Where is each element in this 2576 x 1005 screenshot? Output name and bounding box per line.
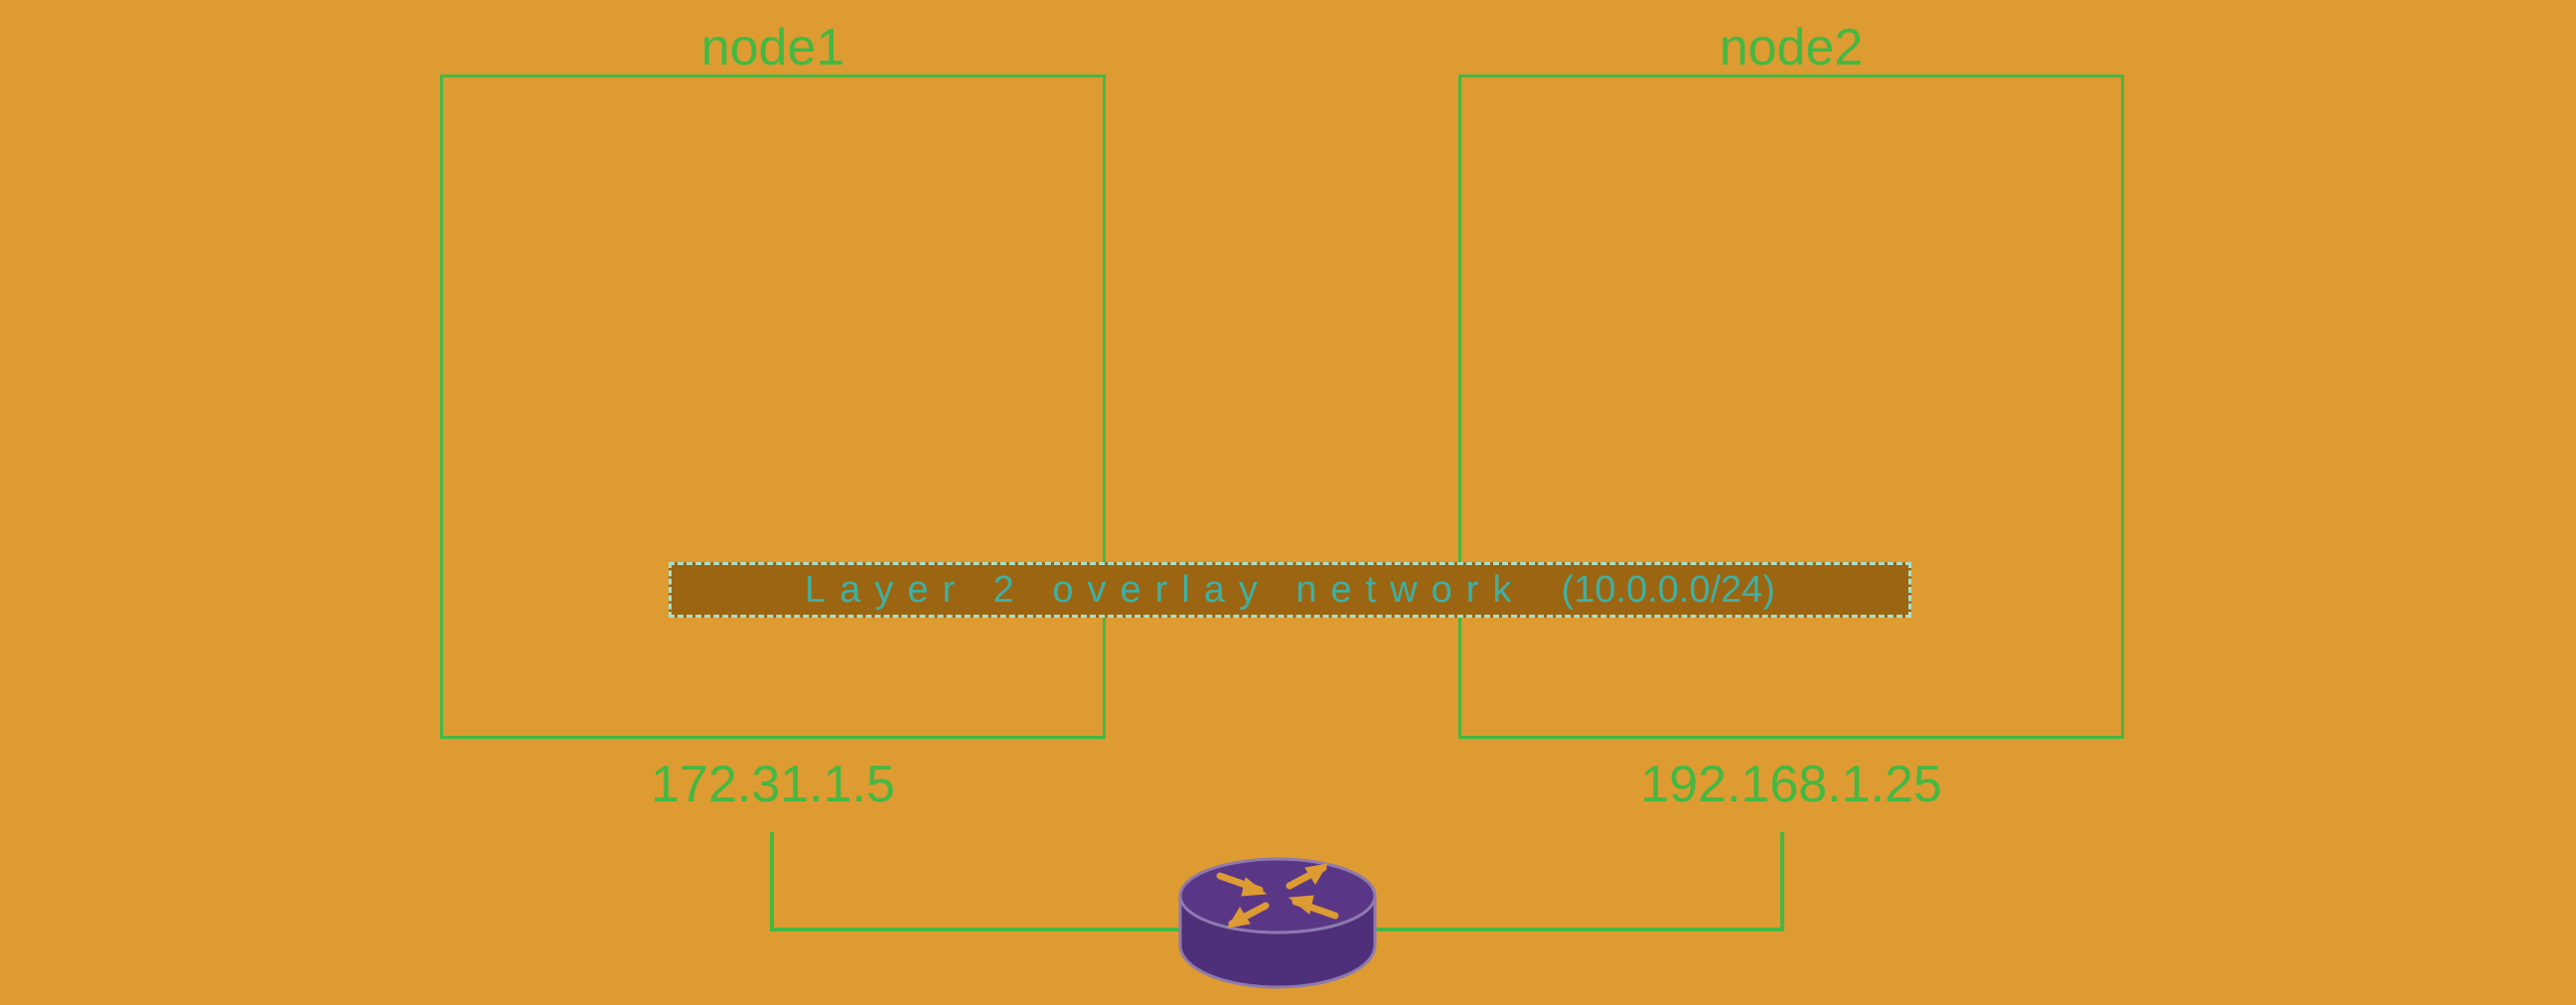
node2-ip: 192.168.1.25: [1640, 756, 1942, 813]
node1-ip: 172.31.1.5: [651, 756, 895, 813]
node1-title: node1: [700, 19, 845, 76]
link-node1-router: [770, 832, 1182, 932]
node1-box: [440, 74, 1106, 739]
link-node2-router: [1376, 832, 1784, 932]
overlay-network-cidr: (10.0.0.0/24): [1561, 568, 1775, 611]
router-icon: [1178, 857, 1377, 989]
node2-title: node2: [1719, 19, 1864, 76]
node2-box: [1458, 74, 2124, 739]
overlay-network-band: Layer 2 overlay network (10.0.0.0/24): [669, 562, 1911, 618]
overlay-network-label: Layer 2 overlay network: [805, 568, 1526, 611]
